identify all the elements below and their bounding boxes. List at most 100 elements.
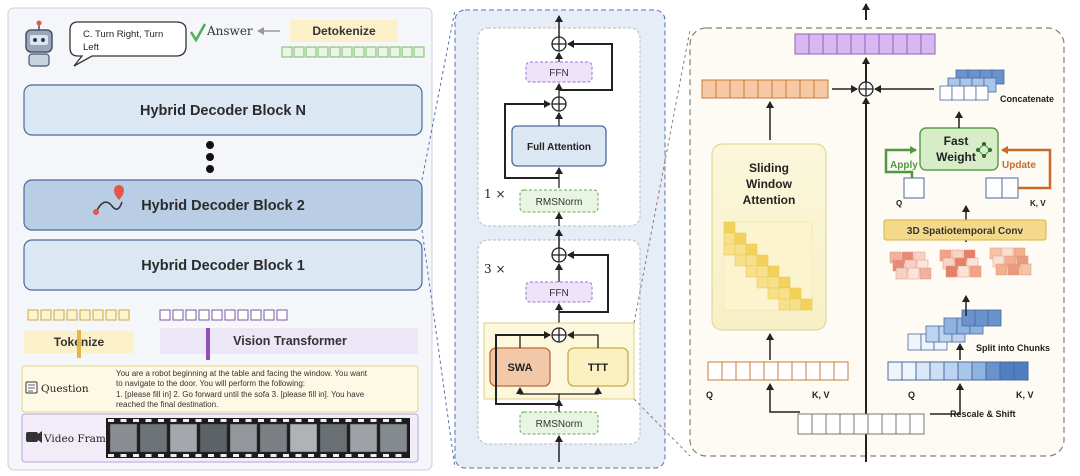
full-attention-label: Full Attention	[527, 142, 591, 153]
matrix-cell	[723, 243, 736, 256]
token	[40, 309, 52, 321]
output-token	[808, 33, 824, 55]
detokenize-tokens	[281, 46, 425, 58]
vision-transformer-box	[160, 328, 418, 354]
conv-cube	[895, 267, 908, 280]
output-token	[864, 33, 880, 55]
add-icon-bottom-2	[551, 327, 567, 343]
split-chunks	[907, 309, 1002, 351]
film-hole	[133, 454, 139, 457]
token	[413, 46, 425, 58]
swa-output-token	[743, 79, 759, 99]
concatenate-label: Concatenate	[1000, 94, 1054, 104]
matrix-cell	[756, 265, 769, 278]
ffn-bottom-box	[525, 281, 593, 303]
vision-tokens	[159, 309, 288, 321]
token	[377, 46, 389, 58]
token	[365, 46, 377, 58]
token	[329, 46, 341, 58]
film-hole	[270, 454, 277, 457]
question-line-4: reached the final destination.	[116, 400, 218, 409]
token	[250, 309, 262, 321]
film-hole	[158, 419, 164, 422]
rescale-label: Rescale & Shift	[950, 409, 1016, 419]
chunk-token	[943, 317, 958, 335]
swa-output-token	[757, 79, 773, 99]
video-frame	[379, 423, 408, 453]
film-hole	[333, 419, 339, 422]
swa-input-token	[791, 361, 807, 381]
video-icon	[26, 431, 42, 443]
matrix-cell	[767, 287, 780, 300]
token	[401, 46, 413, 58]
film-frames	[108, 419, 408, 457]
zoom-connector-bottom	[421, 229, 456, 469]
question-label: Question	[41, 383, 89, 395]
token	[293, 46, 305, 58]
blue-input-token	[901, 361, 917, 381]
matrix-cell	[734, 254, 747, 267]
film-hole	[233, 454, 239, 457]
output-token	[906, 33, 922, 55]
concat-token	[939, 85, 953, 101]
video-frame	[229, 423, 258, 453]
zoom-connector-right-top	[633, 29, 691, 324]
film-hole	[158, 454, 164, 457]
vision-transformer-label: Vision Transformer	[233, 334, 347, 348]
rescale-token	[839, 413, 855, 435]
chunk-token	[974, 309, 989, 327]
film-hole	[220, 454, 227, 457]
token	[389, 46, 401, 58]
blue-input-token	[999, 361, 1015, 381]
conv-cube	[957, 265, 970, 278]
film-hole	[270, 419, 277, 422]
film-hole	[370, 419, 377, 422]
film-hole	[170, 419, 177, 422]
token	[224, 309, 236, 321]
tokenize-tokens	[27, 309, 130, 321]
sliding-window-matrix	[723, 221, 813, 311]
ttt-label: TTT	[588, 362, 608, 374]
film-hole	[395, 454, 402, 457]
rescale-token	[909, 413, 925, 435]
ffn-top-box	[525, 61, 593, 83]
q-small-box	[903, 177, 925, 199]
film-hole	[195, 454, 202, 457]
token	[27, 309, 39, 321]
network-icon	[976, 142, 992, 158]
ellipsis-dots	[206, 141, 214, 173]
rescale-token	[881, 413, 897, 435]
q-label-left: Q	[706, 390, 713, 400]
swa-output-token	[813, 79, 829, 99]
film-hole	[170, 454, 177, 457]
film-hole	[308, 454, 314, 457]
blue-input-token	[971, 361, 987, 381]
output-token	[822, 33, 838, 55]
zoom-connector-right-bottom	[633, 398, 691, 457]
film-hole	[258, 454, 264, 457]
swa-label: SWA	[507, 362, 532, 374]
rescale-token	[895, 413, 911, 435]
film-hole	[320, 454, 327, 457]
matrix-cell	[734, 232, 747, 245]
robot-icon	[25, 20, 53, 67]
conv-cube	[919, 267, 932, 280]
speech-line-1: C. Turn Right, Turn	[83, 29, 163, 40]
film-hole	[145, 419, 152, 422]
film-hole	[233, 419, 239, 422]
video-frame	[289, 423, 318, 453]
rmsnorm-bottom-label: RMSNorm	[536, 419, 583, 430]
swa-input-token	[819, 361, 835, 381]
detokenize-box	[290, 20, 398, 42]
conv-cube	[995, 263, 1008, 276]
question-line-1: You are a robot beginning at the table a…	[116, 369, 368, 378]
film-hole	[395, 419, 402, 422]
zoom-connector-top	[421, 9, 456, 181]
rescale-token	[825, 413, 841, 435]
film-hole	[183, 454, 189, 457]
film-hole	[245, 454, 252, 457]
video-frame	[109, 423, 138, 453]
token	[263, 309, 275, 321]
output-token	[836, 33, 852, 55]
